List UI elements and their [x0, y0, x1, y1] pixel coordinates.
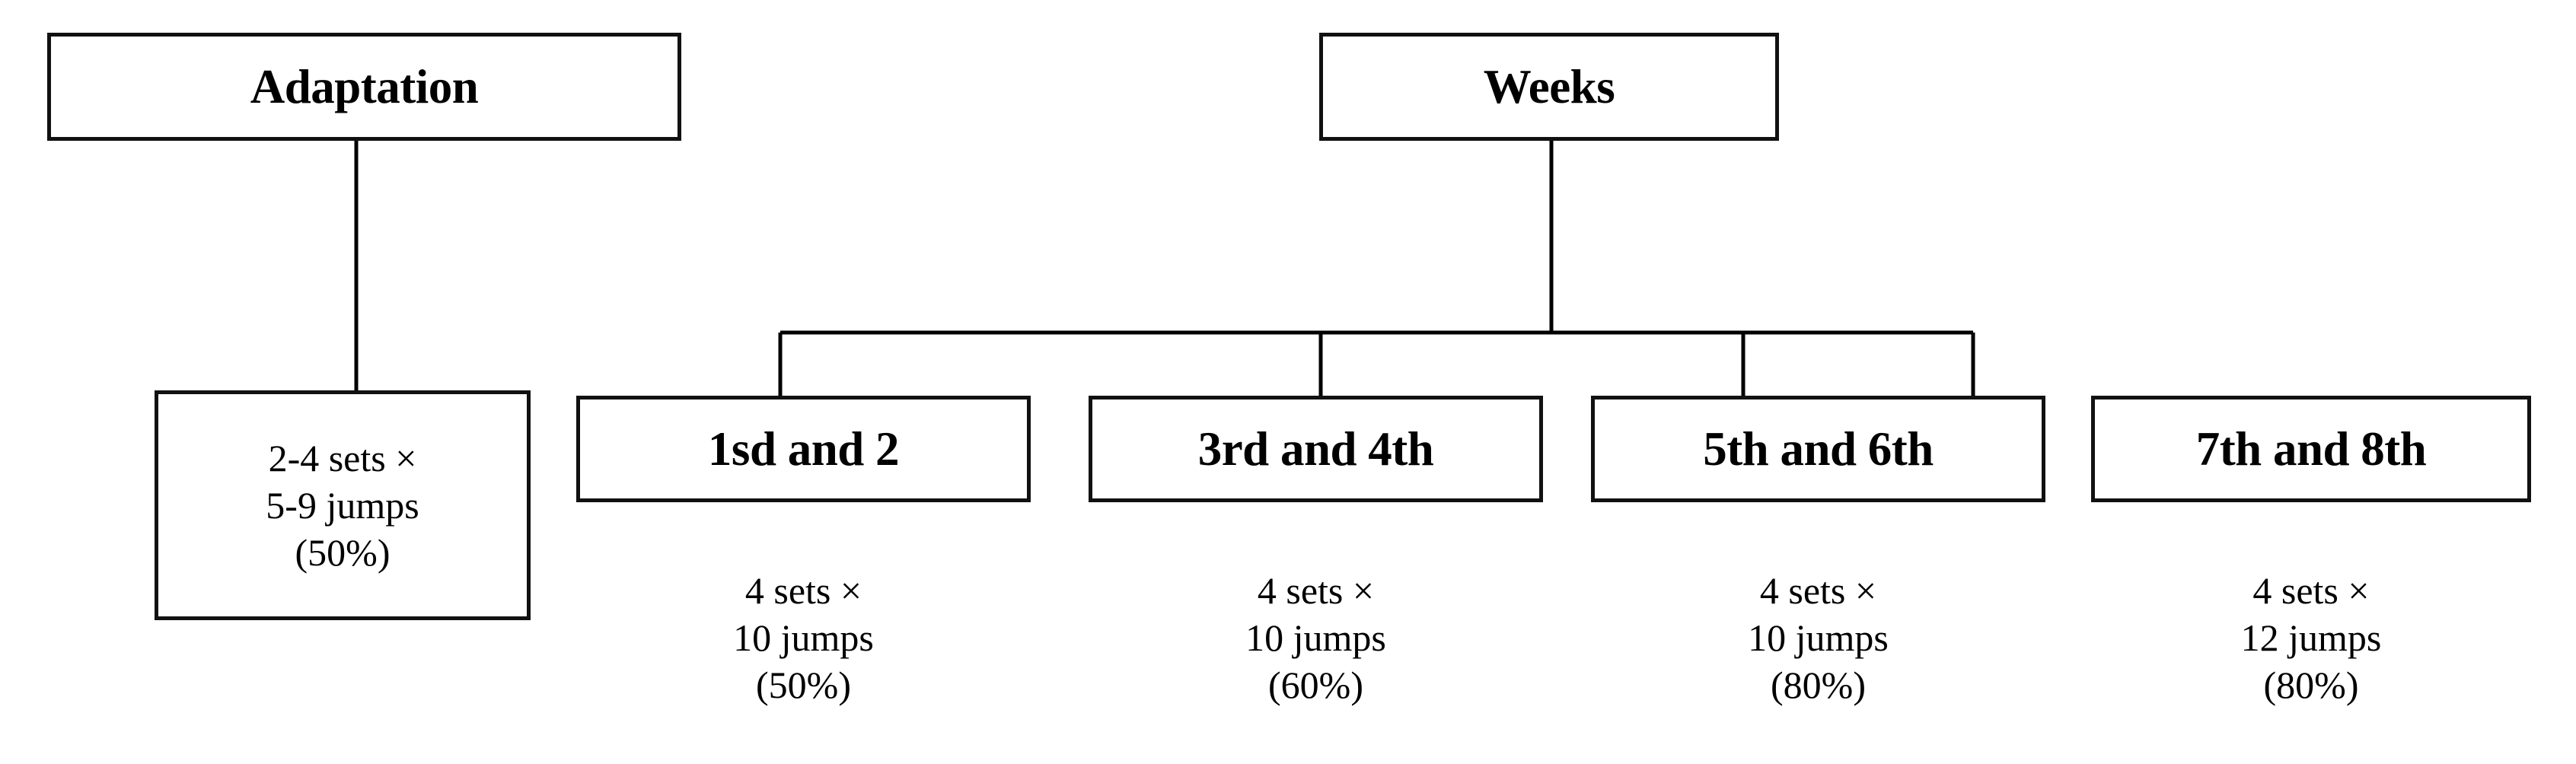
caption-week-2: 4 sets × 10 jumps (60%): [1089, 567, 1543, 708]
node-weeks[interactable]: Weeks: [1319, 33, 1779, 141]
caption-week-4-intensity: (80%): [2263, 664, 2359, 706]
caption-week-4-sets: 4 sets ×: [2252, 569, 2370, 612]
node-adaptation-detail[interactable]: 2-4 sets × 5-9 jumps (50%): [155, 390, 531, 620]
caption-week-3: 4 sets × 10 jumps (80%): [1591, 567, 2045, 708]
node-adaptation[interactable]: Adaptation: [47, 33, 681, 141]
caption-week-3-sets: 4 sets ×: [1759, 569, 1877, 612]
caption-week-2-sets: 4 sets ×: [1257, 569, 1375, 612]
node-week-1-label: 1sd and 2: [707, 422, 900, 476]
node-week-4-label: 7th and 8th: [2195, 422, 2427, 476]
caption-week-1-sets: 4 sets ×: [744, 569, 862, 612]
caption-week-3-intensity: (80%): [1771, 664, 1866, 706]
caption-week-1-jumps: 10 jumps: [733, 616, 874, 659]
adaptation-detail-line-jumps: 5-9 jumps: [266, 484, 419, 527]
caption-week-3-jumps: 10 jumps: [1748, 616, 1889, 659]
node-week-4[interactable]: 7th and 8th: [2091, 396, 2531, 502]
node-week-3[interactable]: 5th and 6th: [1591, 396, 2045, 502]
node-adaptation-label: Adaptation: [250, 59, 479, 113]
caption-week-4-jumps: 12 jumps: [2240, 616, 2382, 659]
node-week-2-label: 3rd and 4th: [1197, 422, 1434, 476]
adaptation-detail-line-intensity: (50%): [295, 531, 391, 574]
caption-week-1-intensity: (50%): [756, 664, 851, 706]
node-week-1[interactable]: 1sd and 2: [576, 396, 1031, 502]
adaptation-detail-line-sets: 2-4 sets ×: [268, 437, 417, 479]
caption-week-2-jumps: 10 jumps: [1245, 616, 1386, 659]
node-weeks-label: Weeks: [1483, 59, 1615, 113]
caption-week-4: 4 sets × 12 jumps (80%): [2091, 567, 2531, 708]
caption-week-1: 4 sets × 10 jumps (50%): [576, 567, 1031, 708]
caption-week-2-intensity: (60%): [1268, 664, 1363, 706]
node-week-2[interactable]: 3rd and 4th: [1089, 396, 1543, 502]
node-week-3-label: 5th and 6th: [1703, 422, 1934, 476]
